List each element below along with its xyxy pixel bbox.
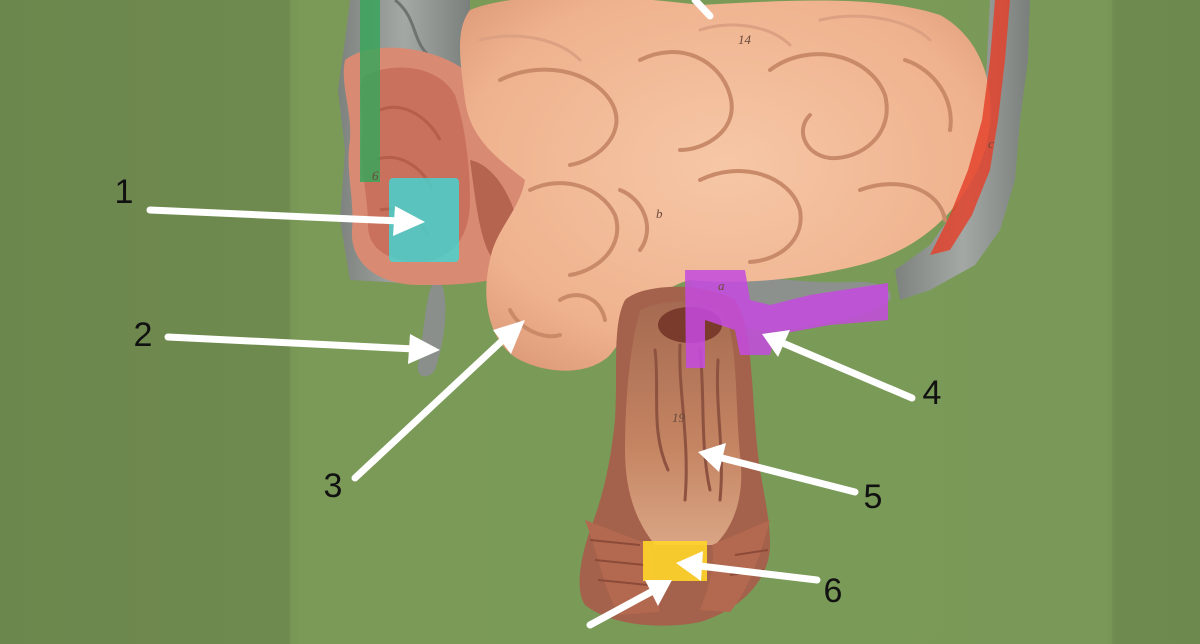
label-3: 3	[323, 467, 343, 505]
label-4: 4	[922, 374, 942, 412]
highlight-cyan-square	[389, 178, 459, 262]
small-intestine	[460, 0, 991, 371]
arrow-2	[164, 333, 440, 364]
model-marking-b: b	[656, 206, 663, 221]
arrow-4	[762, 330, 916, 402]
label-5: 5	[863, 478, 883, 516]
label-2: 2	[133, 316, 153, 354]
arrow-6	[676, 551, 821, 584]
arrow-3	[351, 320, 525, 482]
arrow-1	[146, 206, 425, 236]
arrow-5	[698, 443, 859, 496]
highlight-magenta-shape	[685, 270, 888, 368]
label-1: 1	[114, 173, 134, 211]
model-marking-c: c	[988, 136, 994, 151]
highlight-green-strip	[360, 0, 380, 182]
pointer-arrows	[146, 0, 916, 629]
arrow-8	[691, 0, 714, 20]
highlight-red-band	[930, 0, 1010, 255]
arrow-7	[586, 580, 672, 629]
rectum-section	[579, 286, 770, 626]
label-6: 6	[823, 572, 843, 610]
model-marking-6: 6	[372, 168, 379, 183]
model-marking-14: 14	[738, 32, 752, 47]
model-marking-a: a	[718, 278, 725, 293]
model-marking-19: 19	[672, 410, 686, 425]
